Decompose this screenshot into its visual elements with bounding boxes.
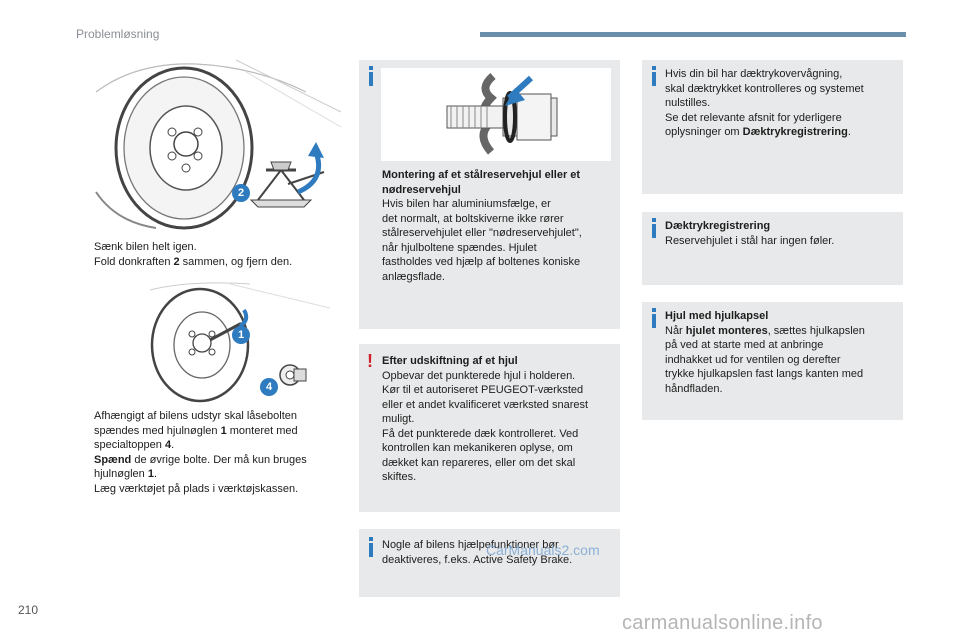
step-fold-jack: Fold donkraften 2 sammen, og fjern den. xyxy=(76,255,346,270)
box-title: nødreservehjul xyxy=(382,183,461,196)
bolt-illustration xyxy=(381,68,611,161)
step-text: Sænk bilen helt igen. xyxy=(94,241,197,253)
warning-icon: ! xyxy=(367,351,373,371)
box-text-bold: Dæktrykregistrering xyxy=(742,126,848,138)
tyre-pressure-text: Dæktrykregistrering Reservehjulet i stål… xyxy=(665,219,901,248)
steel-spare-text: Montering af et stålreservehjul eller et… xyxy=(382,168,618,284)
box-title: Hjul med hjulkapsel xyxy=(665,310,769,322)
box-text-post: . xyxy=(847,126,851,138)
box-title: Efter udskiftning af et hjul xyxy=(382,355,518,367)
info-icon xyxy=(369,66,373,86)
box-text-post: , sættes hjulkapslen xyxy=(767,324,865,337)
steps-tighten-bolts: Afhængigt af bilens udstyr skal låsebolt… xyxy=(76,409,348,496)
box-line: nulstilles. xyxy=(665,97,711,109)
info-box-functions: Nogle af bilens hjælpefunktioner bør dea… xyxy=(359,529,620,597)
step-tighten-others: Spænd de øvrige bolte. Der må kun bruges… xyxy=(76,453,348,482)
box-line: kontrollen kan mekanikeren oplyse, om xyxy=(382,442,573,454)
info-box-steel-spare: Montering af et stålreservehjul eller et… xyxy=(359,60,620,329)
box-line: Nogle af bilens hjælpefunktioner bør xyxy=(382,539,559,551)
box-line: dækket kan repareres, eller om det skal xyxy=(382,456,576,469)
box-line: eller et andet kvalificeret værksted sna… xyxy=(382,398,589,411)
illustration-jack: 2 xyxy=(76,52,344,232)
box-title: Dæktrykregistrering xyxy=(665,220,771,232)
step-text: . xyxy=(171,439,175,451)
step-text: Fold donkraften xyxy=(94,255,174,268)
warning-box-after-change: ! Efter udskiftning af et hjul Opbevar d… xyxy=(359,344,620,512)
box-line: deaktiveres, f.eks. Active Safety Brake. xyxy=(382,553,573,566)
step-ref: 4 xyxy=(164,439,172,451)
header-bar xyxy=(480,32,906,37)
box-line: muligt. xyxy=(382,413,415,425)
box-line: Hvis din bil har dæktrykovervågning, xyxy=(665,68,843,80)
hubcap-text: Hjul med hjulkapsel Når hjulet monteres,… xyxy=(665,309,901,396)
section-title: Problemløsning xyxy=(76,27,160,41)
wheel-bolt-drawing xyxy=(149,282,331,403)
box-line: trykke hjulkapslen fast langs kanten med xyxy=(665,368,864,380)
tpms-text: Hvis din bil har dæktrykovervågning, ska… xyxy=(665,67,901,140)
step-text: spændes med hjulnøglen xyxy=(94,424,221,437)
watermark-carmanualsonline[interactable]: carmanualsonline.info xyxy=(622,612,823,634)
box-line: Hvis bilen har aluminiumsfælge, er xyxy=(382,198,551,210)
box-line: Se det relevante afsnit for yderligere xyxy=(665,111,842,124)
step-text: de øvrige bolte. Der må kun bruges xyxy=(131,453,307,466)
step-text: specialtoppen xyxy=(94,439,165,451)
callout-4: 4 xyxy=(260,378,278,396)
step-store-tools: Læg værktøjet på plads i værktøjskassen. xyxy=(76,482,348,497)
step-text: hjulnøglen xyxy=(94,468,148,480)
functions-text: Nogle af bilens hjælpefunktioner bør dea… xyxy=(382,538,618,567)
box-line: stålreservehjulet eller "nødreservehjule… xyxy=(382,227,582,239)
box-line: indhakket ud for ventilen og derefter xyxy=(665,353,841,366)
after-change-text: Efter udskiftning af et hjul Opbevar det… xyxy=(382,354,618,485)
info-icon xyxy=(652,218,656,238)
box-text-bold: hjulet monteres xyxy=(685,324,768,337)
step-bold: Spænd xyxy=(94,453,132,466)
box-text-pre: oplysninger om xyxy=(665,126,743,138)
bolt-drawing xyxy=(446,72,558,155)
box-line: når hjulboltene spændes. Hjulet xyxy=(382,241,537,254)
box-line: Når hjulet monteres, sættes hjulkapslen xyxy=(665,324,901,339)
info-icon xyxy=(369,537,373,557)
step-text: monteret med xyxy=(226,424,298,437)
jack-wheel-drawing xyxy=(95,59,342,230)
page-number: 210 xyxy=(18,603,39,617)
step-ref: 1 xyxy=(220,424,227,437)
box-line: anlægsflade. xyxy=(382,270,445,283)
step-text: Afhængigt af bilens udstyr skal låsebolt… xyxy=(94,410,298,422)
box-line: Få det punkterede dæk kontrolleret. Ved xyxy=(382,427,579,440)
info-box-tyre-pressure: Dæktrykregistrering Reservehjulet i stål… xyxy=(642,212,903,285)
info-box-tpms: Hvis din bil har dæktrykovervågning, ska… xyxy=(642,60,903,194)
step-text: Læg værktøjet på plads i værktøjskassen. xyxy=(94,482,299,495)
box-line: på ved at starte med at anbringe xyxy=(665,339,824,351)
box-line: det normalt, at boltskiverne ikke rører xyxy=(382,212,564,225)
step-lower-car: Sænk bilen helt igen. xyxy=(76,240,346,255)
steps-lower-jack: Sænk bilen helt igen. Fold donkraften 2 … xyxy=(76,240,346,269)
step-text: . xyxy=(153,468,158,480)
box-text-pre: Når xyxy=(665,324,686,337)
box-line: Reservehjulet i stål har ingen føler. xyxy=(665,234,835,247)
step-ref: 1 xyxy=(147,468,154,480)
box-line: oplysninger om Dæktrykregistrering. xyxy=(665,125,901,140)
watermark-carmanuals2: CarManuals2.com xyxy=(486,542,600,558)
box-line: skiftes. xyxy=(382,471,417,483)
box-title: Montering af et stålreservehjul eller et xyxy=(382,169,581,181)
info-icon xyxy=(652,66,656,86)
info-box-hubcap: Hjul med hjulkapsel Når hjulet monteres,… xyxy=(642,302,903,420)
info-icon xyxy=(652,308,656,328)
box-line: Kør til et autoriseret PEUGEOT-værksted xyxy=(382,384,584,396)
step-lock-bolt: Afhængigt af bilens udstyr skal låsebolt… xyxy=(76,409,348,453)
box-line: håndfladen. xyxy=(665,382,723,395)
illustration-wheel-bolts: 1 4 xyxy=(140,280,340,405)
callout-2: 2 xyxy=(232,184,250,202)
callout-1: 1 xyxy=(232,326,250,344)
box-line: fastholdes ved hjælp af boltenes koniske xyxy=(382,256,581,268)
step-ref: 2 xyxy=(173,255,180,268)
box-line: Opbevar det punkterede hjul i holderen. xyxy=(382,369,576,382)
box-line: skal dæktrykket kontrolleres og systemet xyxy=(665,82,864,95)
step-text: sammen, og fjern den. xyxy=(179,255,293,268)
